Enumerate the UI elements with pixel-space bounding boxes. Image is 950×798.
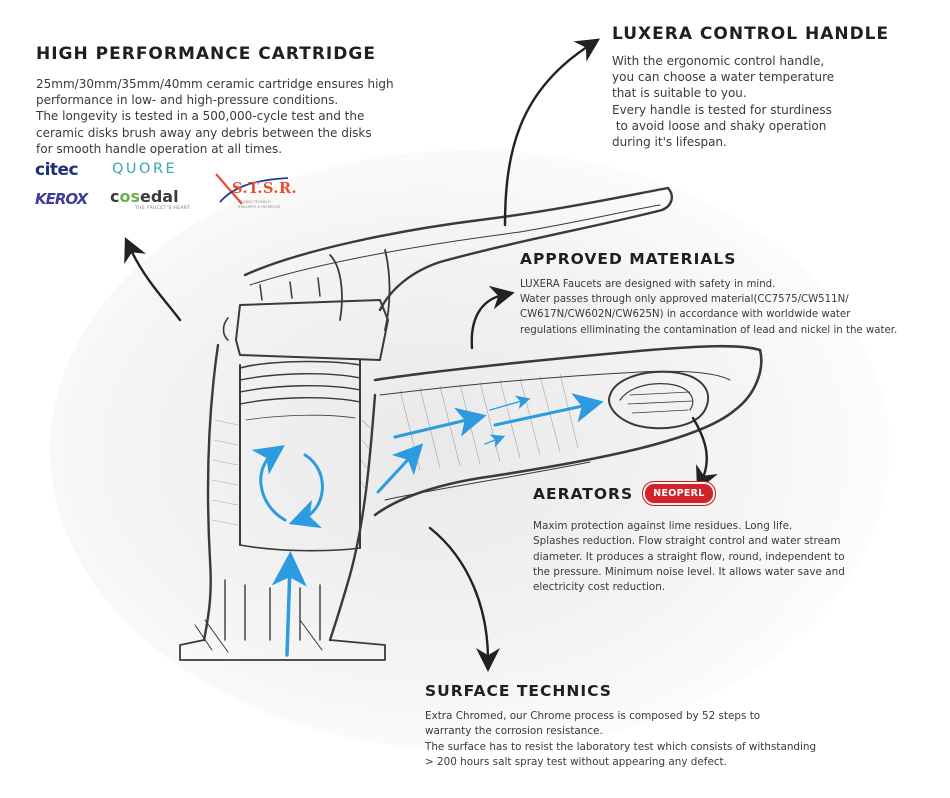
surface-line: > 200 hours salt spray test without appe… <box>425 755 727 768</box>
cartridge-line: The longevity is tested in a 500,000-cyc… <box>36 109 365 124</box>
handle-title: LUXERA CONTROL HANDLE <box>612 24 890 44</box>
cosedal-logo: cosedal <box>110 187 179 206</box>
aerators-line: electricity cost reduction. <box>533 581 666 594</box>
citec-logo: citec <box>35 160 79 180</box>
surface-title: SURFACE TECHNICS <box>425 682 612 700</box>
stsr-logo: S.T.S.R. <box>232 180 298 197</box>
cartridge-line: performance in low- and high-pressure co… <box>36 93 339 108</box>
aerators-description: Maxim protection against lime residues. … <box>533 519 845 595</box>
handle-line: Every handle is tested for sturdiness <box>612 102 832 117</box>
aerators-line: the pressure. Minimum noise level. It al… <box>533 565 845 578</box>
materials-title: APPROVED MATERIALS <box>520 250 737 268</box>
handle-line: to avoid loose and shaky operation <box>612 118 827 133</box>
surface-line: warranty the corrosion resistance. <box>425 725 603 738</box>
cartridge-line: for smooth handle operation at all times… <box>36 141 283 156</box>
kerox-logo: KEROX <box>35 190 88 208</box>
cartridge-line: ceramic disks brush away any debris betw… <box>36 125 372 140</box>
cartridge-title: HIGH PERFORMANCE CARTRIDGE <box>36 44 376 64</box>
handle-line: during it's lifespan. <box>612 135 727 150</box>
materials-line: LUXERA Faucets are designed with safety … <box>520 279 776 290</box>
aerators-line: diameter. It produces a straight flow, r… <box>533 550 845 563</box>
aerators-line: Maxim protection against lime residues. … <box>533 520 793 532</box>
aerators-header: AERATORS NEOPERL <box>533 482 845 505</box>
neoperl-logo-badge: NEOPERL <box>643 482 715 505</box>
surface-line: Extra Chromed, our Chrome process is com… <box>425 710 761 722</box>
paper-shading <box>50 150 890 750</box>
section-approved-materials: APPROVED MATERIALS LUXERA Faucets are de… <box>520 250 897 338</box>
stsr-swoosh-icon <box>215 173 289 205</box>
surface-line: The surface has to resist the laboratory… <box>425 740 817 753</box>
materials-line: Water passes through only approved mater… <box>520 294 849 306</box>
materials-line: CW617N/CW602N/CW625N) in accordance with… <box>520 309 851 321</box>
handle-description: With the ergonomic control handle, you c… <box>612 53 889 150</box>
callout-arrows <box>124 38 718 672</box>
cartridge-description: 25mm/30mm/35mm/40mm ceramic cartridge en… <box>36 76 394 157</box>
materials-line: regulations elliminating the contaminati… <box>520 324 898 336</box>
faucet-body <box>179 186 763 661</box>
handle-line: With the ergonomic control handle, <box>612 54 825 68</box>
aerators-title: AERATORS <box>533 484 634 503</box>
aerators-line: Splashes reduction. Flow straight contro… <box>533 535 841 548</box>
handle-line: that is suitable to you. <box>612 86 747 101</box>
surface-description: Extra Chromed, our Chrome process is com… <box>425 709 816 770</box>
section-control-handle: LUXERA CONTROL HANDLE With the ergonomic… <box>612 24 889 150</box>
materials-description: LUXERA Faucets are designed with safety … <box>520 277 897 338</box>
cosedal-tagline: THE FAUCET'S HEART <box>135 206 191 211</box>
section-cartridge: HIGH PERFORMANCE CARTRIDGE 25mm/30mm/35m… <box>36 44 394 157</box>
stsr-subtitle: STUDIO TECNICO SVILUPPO E RICERCHE <box>238 199 281 209</box>
quore-logo: QUORE <box>112 161 178 177</box>
section-surface-technics: SURFACE TECHNICS Extra Chromed, our Chro… <box>425 682 816 770</box>
handle-line: you can choose a water temperature <box>612 70 835 85</box>
cartridge-line: 25mm/30mm/35mm/40mm ceramic cartridge en… <box>36 77 394 91</box>
flow-arrows <box>251 393 604 657</box>
section-aerators: AERATORS NEOPERL Maxim protection agains… <box>533 482 845 595</box>
